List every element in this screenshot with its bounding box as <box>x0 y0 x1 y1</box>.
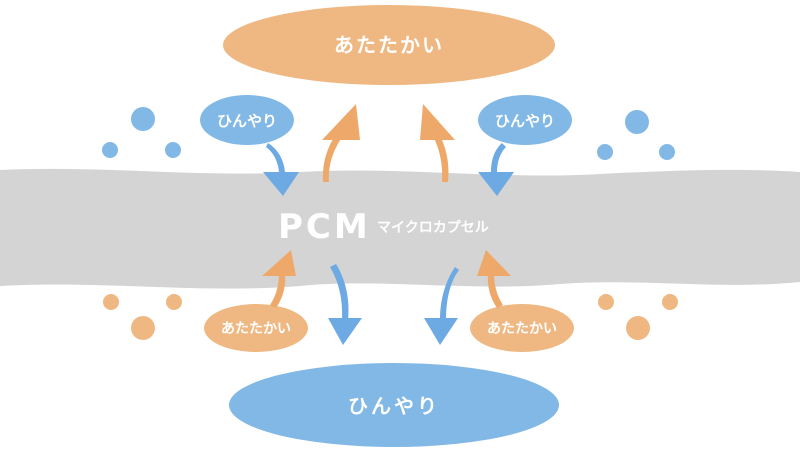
warm-badge-left <box>204 304 308 352</box>
cool-badge-right <box>478 95 572 145</box>
warm-dot <box>103 294 119 310</box>
cool-ellipse <box>229 363 559 447</box>
warm-badge-right-label: あたたかい <box>487 321 557 337</box>
cool-badge-right-label: ひんやり <box>495 112 555 130</box>
cool-arrow-bottom-right <box>424 267 459 345</box>
cool-dot <box>102 142 118 158</box>
cool-dot <box>625 110 649 134</box>
warm-ellipse <box>223 5 555 85</box>
warm-badge-left-label: あたたかい <box>221 321 291 337</box>
cool-dot <box>165 142 181 158</box>
warm-arrow-top-left <box>322 104 360 182</box>
bottom-cool-label: ひんやり <box>348 394 440 418</box>
warm-arrow-top-right <box>420 104 455 182</box>
pcm-subtitle: マイクロカプセル <box>377 220 489 236</box>
warm-dot <box>131 316 155 340</box>
warm-dot <box>662 294 678 310</box>
cool-dot <box>659 144 675 160</box>
cool-dot <box>597 144 613 160</box>
warm-arrow-bottom-left <box>262 250 296 308</box>
warm-badge-right <box>470 304 574 352</box>
cool-dot <box>131 107 155 131</box>
cool-arrow-top-right <box>478 143 514 196</box>
top-warm-label: あたたかい <box>334 33 444 57</box>
warm-arrow-bottom-right <box>477 250 511 308</box>
warm-dot <box>166 294 182 310</box>
cool-badge-left-label: ひんやり <box>217 112 277 130</box>
warm-dot <box>598 294 614 310</box>
pcm-band <box>0 168 800 289</box>
cool-badge-left <box>200 95 294 145</box>
cool-arrow-top-left <box>263 143 299 196</box>
cool-arrow-bottom-left <box>328 264 362 345</box>
warm-dot <box>626 316 650 340</box>
pcm-title: PCM <box>278 207 371 247</box>
